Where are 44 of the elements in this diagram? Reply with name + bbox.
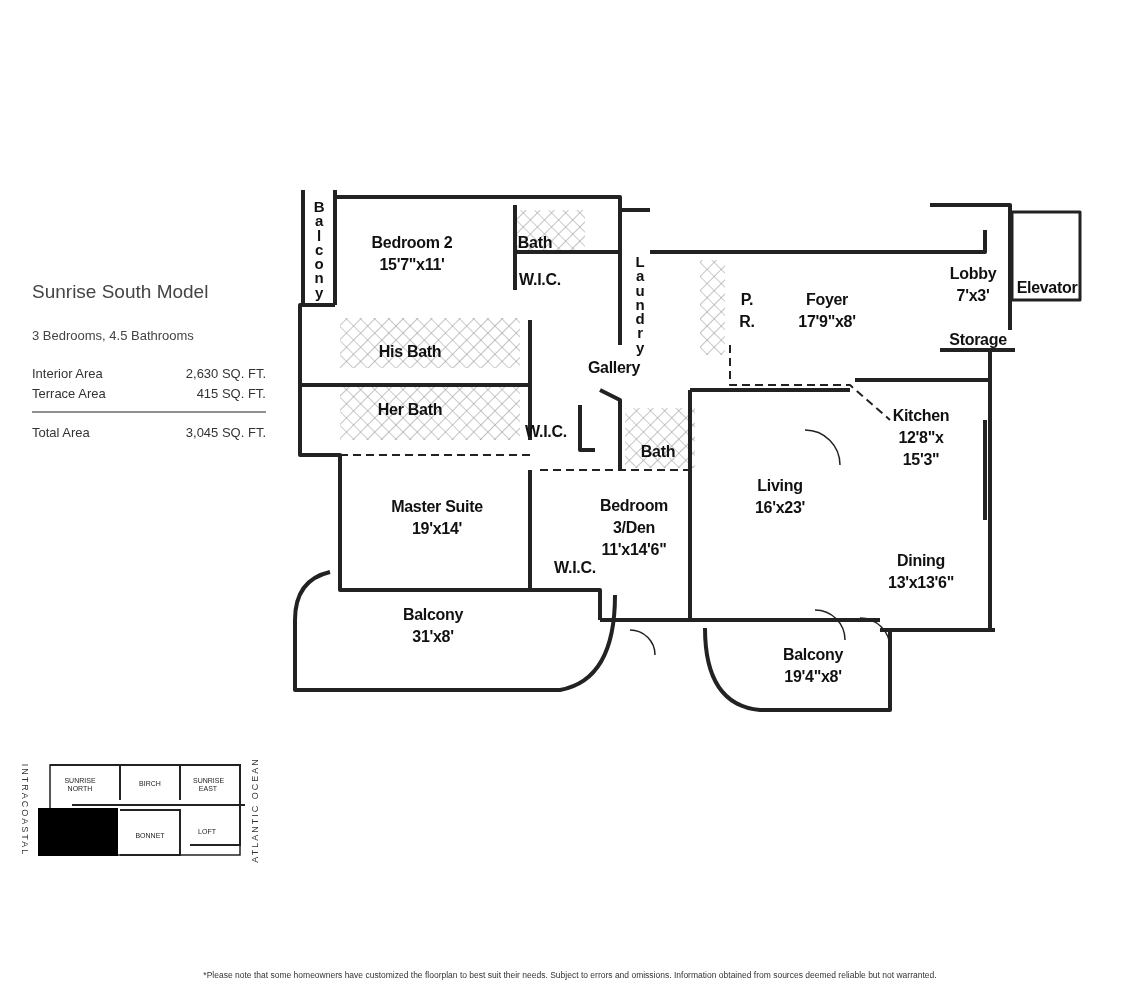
room-name: Bedroom 3/Den	[598, 496, 670, 538]
room-name: Balcony	[402, 605, 464, 625]
room-name: His Bath	[378, 342, 442, 362]
room-name: Bedroom 2	[371, 233, 453, 253]
footnote: *Please note that some homeowners have customized the floorplan to best suit their needs. Subject to errors and omissions. Information obtained from sources deemed reliable but not warranted.	[203, 970, 937, 980]
room-name: Bath	[517, 233, 553, 253]
highlighted-unit	[38, 808, 118, 856]
room-name: Kitchen	[891, 406, 951, 426]
room-name: Gallery	[587, 358, 641, 378]
room-name: Laundry	[634, 255, 646, 355]
area-label: Total Area	[32, 425, 90, 440]
room-dimensions: 7'x3'	[955, 286, 991, 306]
room-name: Living	[756, 476, 804, 496]
area-value: 415 SQ. FT.	[196, 386, 266, 401]
room-dimensions: 16'x23'	[755, 498, 805, 518]
room-name: W.I.C.	[554, 558, 596, 578]
room-dimensions: 31'x8'	[411, 627, 455, 647]
room-dimensions: 12'8"x 15'3"	[897, 428, 945, 470]
room-dimensions: 19'x14'	[411, 519, 463, 539]
room-name: Foyer	[804, 290, 850, 310]
room-dimensions: 11'x14'6"	[600, 540, 668, 560]
room-dimensions: 13'x13'6"	[888, 573, 954, 593]
area-label: Terrace Area	[32, 386, 106, 401]
compass-label: INTRACOASTAL	[20, 763, 30, 857]
model-name: Sunrise South Model	[32, 281, 209, 303]
room-name: Lobby	[949, 264, 997, 284]
area-label: Interior Area	[32, 366, 103, 381]
compass-label: ATLANTIC OCEAN	[250, 757, 260, 863]
room-name: Bath	[640, 442, 676, 462]
room-name: Her Bath	[377, 400, 443, 420]
room-name: Dining	[896, 551, 946, 571]
room-name: W.I.C.	[519, 270, 561, 290]
room-name: Balcony	[313, 200, 325, 300]
area-value: 3,045 SQ. FT.	[185, 425, 266, 440]
area-value: 2,630 SQ. FT.	[185, 366, 266, 381]
room-name: P. R.	[738, 290, 756, 332]
room-count: 3 Bedrooms, 4.5 Bathrooms	[32, 328, 194, 343]
room-name: Master Suite	[391, 497, 483, 517]
room-dimensions: 15'7"x11'	[378, 255, 446, 275]
room-name: Elevator	[1016, 278, 1078, 298]
room-dimensions: 19'4"x8'	[783, 667, 843, 687]
room-name: Storage	[949, 330, 1007, 350]
room-name: Balcony	[782, 645, 844, 665]
room-dimensions: 17'9"x8'	[798, 312, 856, 332]
